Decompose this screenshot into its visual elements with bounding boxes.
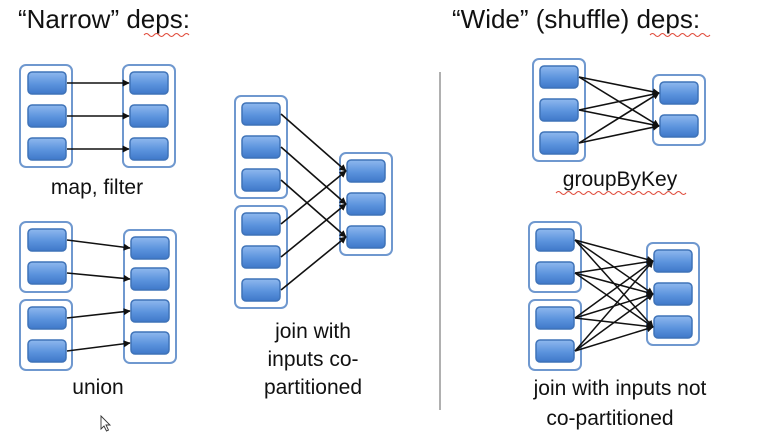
join-copartitioned-caption-line: join with [274,320,351,343]
wide-deps-heading: “Wide” (shuffle) deps: [452,4,700,34]
partition [539,65,579,89]
dependency-arrow [574,260,654,352]
partition [129,137,169,161]
partition [27,339,67,363]
dependency-arrow [574,239,654,263]
partition [346,225,386,249]
partition [653,282,693,306]
partition [535,339,575,363]
dependency-arrow [280,170,347,225]
dependency-arrow [574,272,654,328]
dependency-arrow [578,123,660,144]
map-filter-caption: map, filter [51,176,143,199]
dependency-arrow [578,90,660,111]
map-filter-diagram: map, filter [19,64,176,199]
partition [535,261,575,285]
partition [346,192,386,216]
join-copartitioned-diagram: join with inputs co- partitioned [234,95,393,399]
partition [653,249,693,273]
partition [129,71,169,95]
partition [241,245,281,269]
mouse-pointer-icon [100,414,112,432]
dependency-arrow [280,203,347,258]
union-caption: union [72,376,123,399]
partition [27,71,67,95]
dependency-arrow [574,325,654,352]
partition [130,299,170,323]
dependency-arrow [66,340,131,352]
dependency-arrow [574,272,654,296]
partition [241,278,281,302]
dependency-arrow [66,272,131,282]
dependency-arrow [280,236,347,291]
join-copartitioned-caption-line: inputs co- [267,348,358,371]
dependency-arrow [280,179,347,238]
dependency-arrow [574,258,654,274]
partition [241,135,281,159]
rdd-box [123,229,177,364]
partition [130,236,170,260]
group-by-key-diagram: groupByKey [532,58,706,195]
spellcheck-underline [143,33,190,37]
dependency-arrow [574,293,654,352]
partition [659,81,699,105]
join-copartitioned-caption-line: partitioned [264,376,362,399]
join-not-copartitioned-caption-line: join with inputs not [533,377,707,400]
partition [535,306,575,330]
dependency-arrow [574,260,654,319]
dependency-arrow [280,146,347,205]
partition [27,306,67,330]
partition [27,104,67,128]
partition [130,267,170,291]
partition [659,114,699,138]
spellcheck-underline [555,191,687,195]
partition [539,98,579,122]
join-not-copartitioned-diagram: join with inputs not co-partitioned [528,221,707,430]
dependency-arrow [578,76,660,96]
partition [130,331,170,355]
union-diagram: union [19,221,177,399]
group-by-key-caption: groupByKey [563,168,678,191]
partition [129,104,169,128]
dependency-arrow [280,113,347,172]
dependency-arrow [66,308,131,319]
partition [241,102,281,126]
dependency-arrow [66,239,131,251]
dependency-arrow [578,92,660,144]
partition [241,212,281,236]
partition [27,137,67,161]
narrow-deps-heading: “Narrow” deps: [18,4,190,34]
partition [241,168,281,192]
partition [539,131,579,155]
partition [653,315,693,339]
partition [27,261,67,285]
partition [346,159,386,183]
partition [535,228,575,252]
join-not-copartitioned-caption-line: co-partitioned [546,407,673,430]
partition [27,228,67,252]
spellcheck-underline [649,33,711,37]
